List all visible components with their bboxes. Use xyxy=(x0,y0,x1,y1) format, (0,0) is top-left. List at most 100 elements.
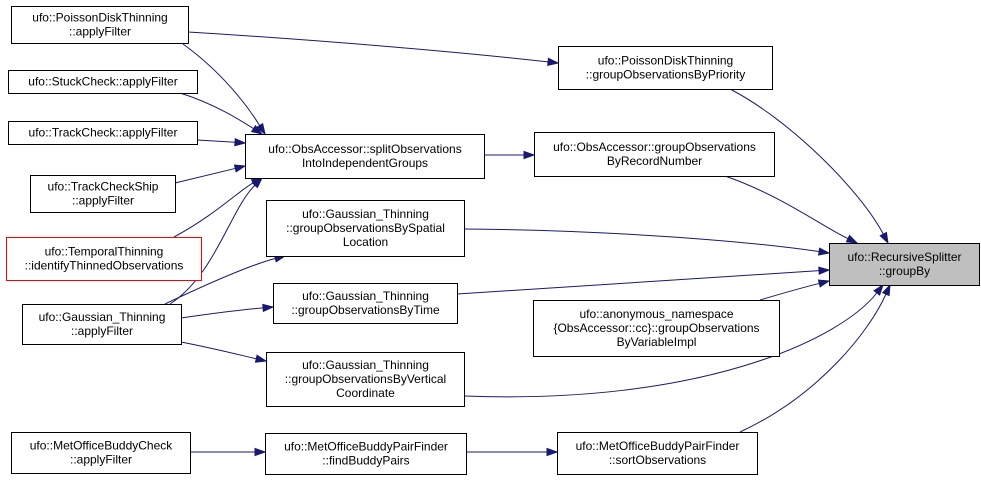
edge-line xyxy=(182,43,261,126)
arrowhead-icon xyxy=(547,57,560,67)
node-label-line: ufo::Gaussian_Thinning xyxy=(302,358,429,372)
arrowhead-icon xyxy=(254,447,267,457)
node-split[interactable]: ufo::ObsAccessor::splitObservationsIntoI… xyxy=(245,134,485,179)
node-label-line: ufo::Gaussian_Thinning xyxy=(302,289,429,303)
node-label-line: ufo::MetOfficeBuddyPairFinder xyxy=(284,440,448,454)
arrowhead-icon xyxy=(818,247,831,256)
edge-line xyxy=(179,92,254,130)
node-box xyxy=(8,70,198,94)
edge-line xyxy=(739,293,887,433)
arrowhead-icon xyxy=(255,122,266,136)
edge-sort_obs-to-root xyxy=(739,283,891,433)
node-trackship[interactable]: ufo::TrackCheckShip::applyFilter xyxy=(30,175,176,213)
node-track[interactable]: ufo::TrackCheck::applyFilter xyxy=(8,121,198,145)
edge-pdt_group-to-root xyxy=(729,88,889,245)
node-box xyxy=(829,243,980,286)
edge-pdt_apply-to-pdt_group xyxy=(187,31,560,67)
node-box xyxy=(11,6,189,44)
arrowhead-icon xyxy=(817,279,831,288)
node-gauss-apply[interactable]: ufo::Gaussian_Thinning::applyFilter xyxy=(22,304,182,345)
node-label-line: ::groupBy xyxy=(879,264,930,278)
node-box xyxy=(245,134,485,179)
node-label-line: ufo::Gaussian_Thinning xyxy=(39,310,166,324)
node-label-line: ufo::ObsAccessor::splitObservations xyxy=(268,142,461,156)
edge-stuck-to-split xyxy=(179,92,264,135)
node-label-line: ::sortObservations xyxy=(609,453,706,467)
node-label-line: Location xyxy=(343,235,388,249)
edge-group_record-to-root xyxy=(724,175,859,244)
edge-line xyxy=(164,258,276,305)
node-label-line: ufo::TrackCheckShip xyxy=(48,180,159,194)
node-label-line: ByVariableImpl xyxy=(617,335,697,349)
node-anon-var[interactable]: ufo::anonymous_namespace{ObsAccessor::cc… xyxy=(533,300,780,357)
node-box xyxy=(534,132,775,177)
edge-mobc_apply-to-find_buddy xyxy=(190,447,267,457)
arrowhead-icon xyxy=(546,447,559,457)
node-label-line: ::groupObservationsByPriority xyxy=(586,68,745,82)
edge-gauss_apply-to-split xyxy=(169,176,264,305)
edge-line xyxy=(729,88,884,235)
edge-gauss_time-to-root xyxy=(456,266,831,295)
edge-split-to-group_record xyxy=(484,150,536,160)
node-label-line: ufo::StuckCheck::applyFilter xyxy=(28,75,177,89)
edge-gauss_apply-to-gauss_vert xyxy=(180,341,268,363)
node-box xyxy=(266,200,465,257)
node-gauss-spatial[interactable]: ufo::Gaussian_Thinning::groupObservation… xyxy=(266,200,465,257)
node-label-line: ufo::PoissonDiskThinning xyxy=(32,11,167,25)
node-label-line: ::applyFilter xyxy=(72,194,134,208)
edge-line xyxy=(187,31,549,63)
node-box xyxy=(8,121,198,145)
edge-temporal-to-split xyxy=(173,177,264,238)
node-label-line: ufo::MetOfficeBuddyPairFinder xyxy=(576,439,740,453)
node-root[interactable]: ufo::RecursiveSplitter::groupBy xyxy=(829,243,980,286)
node-stuck[interactable]: ufo::StuckCheck::applyFilter xyxy=(8,70,198,94)
node-gauss-vert[interactable]: ufo::Gaussian_Thinning::groupObservation… xyxy=(266,352,465,407)
edge-gauss_apply-to-gauss_time xyxy=(180,303,275,319)
edge-trackship-to-split xyxy=(174,164,247,184)
node-group-record[interactable]: ufo::ObsAccessor::groupObservationsByRec… xyxy=(534,132,775,177)
node-box xyxy=(30,175,176,213)
edge-gauss_vert-to-root xyxy=(463,283,884,398)
node-mobc-apply[interactable]: ufo::MetOfficeBuddyCheck::applyFilter xyxy=(11,432,191,474)
node-label-line: ufo::anonymous_namespace xyxy=(579,307,733,321)
edge-line xyxy=(174,167,236,184)
node-label-line: ::groupObservationsByTime xyxy=(291,303,440,317)
node-label-line: Coordinate xyxy=(336,386,395,400)
edge-line xyxy=(173,182,254,238)
node-label-line: IntoIndependentGroups xyxy=(302,156,428,170)
edge-line xyxy=(463,292,878,398)
edge-line xyxy=(180,307,264,319)
node-label-line: ufo::ObsAccessor::groupObservations xyxy=(553,140,756,154)
edge-track-to-split xyxy=(196,138,247,147)
arrowhead-icon xyxy=(254,354,268,363)
edge-line xyxy=(180,341,257,360)
node-pdt-apply[interactable]: ufo::PoissonDiskThinning::applyFilter xyxy=(11,6,189,44)
edge-line xyxy=(196,139,236,143)
node-sort-obs[interactable]: ufo::MetOfficeBuddyPairFinder::sortObser… xyxy=(557,432,758,475)
node-label-line: ByRecordNumber xyxy=(607,154,702,168)
node-temporal[interactable]: ufo::TemporalThinning::identifyThinnedOb… xyxy=(6,237,202,281)
node-find-buddy[interactable]: ufo::MetOfficeBuddyPairFinder::findBuddy… xyxy=(265,433,467,475)
arrowhead-icon xyxy=(250,124,264,135)
node-label-line: ::applyFilter xyxy=(70,453,132,467)
node-label-line: ufo::Gaussian_Thinning xyxy=(302,207,429,221)
node-box xyxy=(11,432,191,474)
node-box xyxy=(558,46,773,90)
edges-layer xyxy=(164,31,891,457)
node-label-line: ufo::PoissonDiskThinning xyxy=(598,54,733,68)
node-label-line: ::applyFilter xyxy=(71,324,133,338)
edge-line xyxy=(169,184,256,305)
node-pdt-group[interactable]: ufo::PoissonDiskThinning::groupObservati… xyxy=(558,46,773,90)
arrowhead-icon xyxy=(818,266,831,275)
node-label-line: {ObsAccessor::cc}::groupObservations xyxy=(553,321,759,335)
arrowhead-icon xyxy=(234,138,247,147)
arrowhead-icon xyxy=(845,234,859,244)
node-label-line: ::groupObservationsByVertical xyxy=(285,372,446,386)
node-gauss-time[interactable]: ufo::Gaussian_Thinning::groupObservation… xyxy=(273,283,458,324)
edge-line xyxy=(724,175,849,240)
edge-anon_var-to-root xyxy=(759,279,831,301)
node-box xyxy=(266,352,465,407)
edge-line xyxy=(456,270,820,295)
edge-pdt_apply-to-split xyxy=(182,43,266,136)
arrowhead-icon xyxy=(523,150,536,160)
